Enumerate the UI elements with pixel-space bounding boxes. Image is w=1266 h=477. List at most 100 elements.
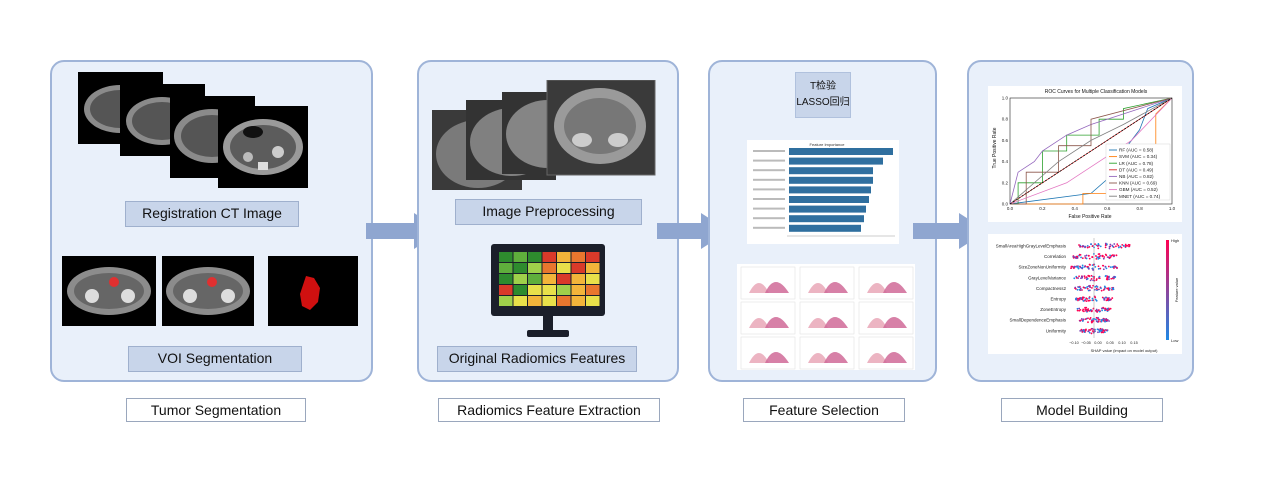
shap-point: [1102, 268, 1105, 271]
importance-bar-label: [753, 159, 785, 162]
roc-xlabel: False Positive Rate: [1068, 214, 1111, 220]
image-preprocessing-label: Image Preprocessing: [455, 199, 642, 225]
shap-point: [1079, 245, 1081, 248]
shap-point: [1100, 289, 1103, 292]
roc-series-line: [1009, 97, 1173, 205]
roc-legend-entry: DT (AUC = 0.49): [1119, 167, 1154, 172]
shap-point: [1087, 317, 1089, 320]
shap-point: [1089, 279, 1092, 282]
heatmap-cell: [571, 296, 585, 306]
shap-point: [1095, 255, 1097, 257]
shap-point: [1089, 329, 1092, 331]
heatmap-cell: [542, 274, 556, 284]
shap-point: [1097, 331, 1099, 334]
importance-bar: [789, 196, 869, 203]
importance-bar: [789, 215, 864, 223]
voi-ct-images: [62, 256, 358, 326]
heatmap-cell: [586, 252, 600, 262]
roc-legend-entry: KNN (AUC = 0.69): [1119, 181, 1157, 186]
importance-bar: [789, 148, 893, 155]
shap-point: [1100, 319, 1103, 322]
shap-point: [1105, 267, 1108, 270]
heatmap-cell: [513, 285, 527, 295]
violin-shape: [749, 353, 769, 363]
shap-point: [1122, 244, 1125, 247]
shap-point: [1088, 246, 1091, 248]
violin-subplot: [740, 301, 796, 335]
shap-point: [1097, 320, 1100, 323]
shap-point: [1079, 253, 1082, 256]
heatmap-cell: [557, 296, 571, 306]
roc-series-line: [1009, 97, 1173, 205]
shap-point: [1097, 265, 1100, 268]
preprocessed-ct-stack: [432, 80, 656, 190]
shap-colorbar: [1166, 240, 1169, 340]
shap-point: [1078, 298, 1081, 301]
shap-point: [1080, 256, 1082, 259]
shap-point: [1108, 320, 1110, 322]
violin-shape: [808, 318, 828, 328]
heatmap-cell: [586, 285, 600, 295]
shap-point: [1084, 255, 1086, 257]
shap-point: [1098, 257, 1101, 260]
shap-point: [1098, 288, 1100, 291]
shap-point: [1079, 319, 1082, 322]
shap-point: [1100, 330, 1103, 332]
heatmap-cell: [542, 252, 556, 262]
violin-subplot: [799, 266, 855, 300]
shap-point: [1086, 310, 1089, 312]
shap-point: [1097, 258, 1100, 260]
shap-point: [1077, 298, 1080, 300]
violin-shape: [824, 352, 848, 363]
importance-bar-label: [753, 188, 785, 191]
heatmap-cell: [557, 274, 571, 284]
importance-chart-title: Feature Importance: [810, 142, 846, 147]
importance-bar: [789, 205, 866, 213]
shap-point: [1085, 257, 1088, 260]
shap-point: [1086, 245, 1089, 247]
feature-selection-caption: Feature Selection: [743, 398, 905, 422]
shap-point: [1098, 255, 1101, 258]
violin-shape: [883, 352, 907, 363]
roc-title: ROC Curves for Multiple Classification M…: [1045, 89, 1148, 95]
violin-shape: [765, 352, 789, 363]
shap-point: [1128, 244, 1131, 246]
shap-point: [1109, 266, 1112, 268]
shap-point: [1108, 308, 1111, 311]
shap-point: [1102, 257, 1105, 260]
shap-point: [1082, 245, 1085, 247]
shap-point: [1088, 329, 1091, 331]
shap-point: [1073, 265, 1076, 268]
shap-point: [1104, 244, 1107, 247]
shap-point: [1073, 277, 1076, 280]
shap-point: [1091, 245, 1094, 248]
selection-methods-box: T检验 LASSO回归: [795, 72, 851, 118]
shap-point: [1108, 247, 1111, 250]
heatmap-cell: [513, 263, 527, 273]
shap-point: [1090, 243, 1092, 245]
shap-feature-label: Uniformity: [1046, 328, 1067, 333]
shap-point: [1091, 297, 1094, 300]
shap-point: [1097, 253, 1100, 256]
shap-point: [1114, 265, 1117, 268]
roc-legend-entry: RF (AUC = 0.58): [1119, 148, 1154, 153]
shap-point: [1078, 288, 1081, 291]
shap-point: [1077, 299, 1079, 302]
shap-point: [1095, 318, 1097, 321]
shap-point: [1094, 285, 1097, 288]
shap-point: [1102, 264, 1105, 267]
heatmap-cell: [499, 263, 513, 273]
shap-point: [1074, 288, 1077, 290]
roc-xtick: 1.0: [1169, 206, 1176, 211]
roc-ytick: 1.0: [1002, 96, 1009, 101]
shap-point: [1100, 331, 1103, 334]
shap-point: [1099, 245, 1102, 248]
shap-point: [1076, 288, 1079, 291]
shap-point: [1090, 321, 1093, 324]
shap-point: [1080, 328, 1083, 331]
importance-bar: [789, 157, 883, 165]
shap-point: [1084, 308, 1087, 311]
shap-point: [1084, 246, 1086, 249]
shap-point: [1097, 309, 1100, 311]
importance-bar: [789, 186, 871, 194]
